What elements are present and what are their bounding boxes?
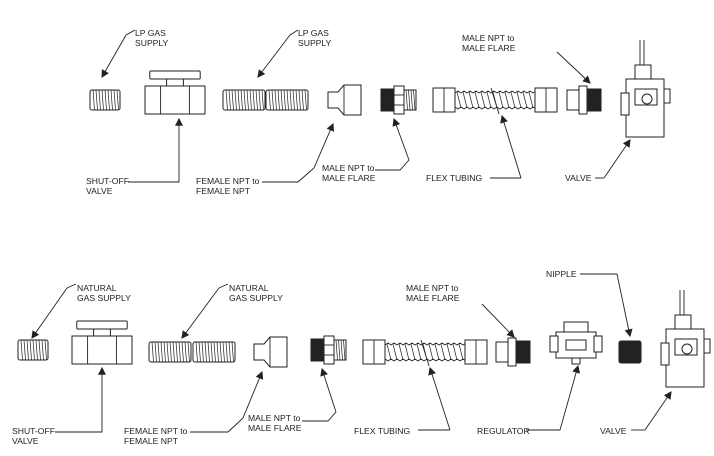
ng-female-leader bbox=[190, 417, 244, 433]
ng-nipple-1 bbox=[148, 341, 192, 363]
ng-supply-left-leader bbox=[66, 283, 77, 289]
lp-nipple-2 bbox=[265, 89, 309, 111]
lp-shutoff-leader bbox=[128, 152, 180, 183]
ng-shutoff-leader bbox=[55, 410, 103, 433]
lp-supply-right-leader bbox=[289, 29, 299, 36]
lp-male-flare-fitting bbox=[380, 85, 417, 115]
ng-female-npt-fitting bbox=[253, 336, 288, 368]
ng-supply-left-arrow bbox=[31, 287, 68, 339]
lp-female-leader bbox=[262, 167, 315, 183]
lp-valve-arrow bbox=[603, 139, 631, 179]
ng-male-flare-arrow bbox=[320, 367, 337, 413]
ng-flex-arrow bbox=[428, 366, 451, 431]
ng-regulator-arrow bbox=[559, 364, 581, 431]
lp-nipple-1 bbox=[222, 89, 266, 111]
ng-supply-pipe bbox=[17, 339, 49, 361]
lp-gas-valve bbox=[620, 40, 671, 138]
ng-nipple bbox=[618, 340, 642, 364]
ng-shutoff-arrow bbox=[98, 366, 106, 410]
ng-flex-tubing-label: FLEX TUBING bbox=[354, 426, 411, 436]
ng-regulator-label: REGULATOR bbox=[477, 426, 530, 436]
ng-female-npt-arrow bbox=[242, 370, 264, 419]
lp-shutoff-valve bbox=[144, 70, 206, 115]
lp-flex-arrow bbox=[500, 114, 522, 179]
lp-male-flare-leader bbox=[375, 159, 410, 171]
ng-shutoff-valve bbox=[71, 320, 133, 365]
ng-supply-right-leader bbox=[218, 283, 229, 289]
ng-valve-label: VALVE bbox=[600, 426, 627, 436]
lp-shutoff-arrow bbox=[175, 117, 183, 152]
ng-male-flare-right bbox=[495, 337, 531, 367]
lp-male-flare-arrow bbox=[392, 117, 410, 161]
lp-supply-right-arrow bbox=[257, 34, 291, 78]
lp-flex-tubing-label: FLEX TUBING bbox=[426, 173, 483, 183]
ng-nipple-2 bbox=[192, 341, 236, 363]
ng-flex-tubing bbox=[362, 339, 488, 367]
ng-supply-right-arrow bbox=[181, 287, 220, 339]
ng-male-flare-fitting bbox=[310, 335, 347, 365]
ng-male-flare-leader bbox=[302, 411, 337, 422]
ng-gas-valve bbox=[660, 290, 711, 388]
ng-nipple-arrow bbox=[616, 273, 633, 338]
lp-female-npt-fitting bbox=[327, 84, 362, 116]
ng-valve-arrow bbox=[644, 391, 672, 431]
lp-supply-pipe bbox=[89, 89, 121, 111]
ng-nipple-label: NIPPLE bbox=[546, 269, 577, 279]
lp-flex-tubing bbox=[432, 87, 558, 115]
lp-supply-left-arrow bbox=[101, 34, 127, 78]
ng-male-flare-top-arrow bbox=[481, 303, 515, 338]
lp-male-flare-top-arrow bbox=[556, 51, 591, 84]
lp-valve-label: VALVE bbox=[565, 173, 592, 183]
lp-supply-left-leader bbox=[125, 29, 136, 36]
ng-regulator bbox=[549, 321, 603, 365]
lp-male-flare-right bbox=[566, 85, 602, 115]
lp-female-npt-arrow bbox=[313, 122, 334, 169]
